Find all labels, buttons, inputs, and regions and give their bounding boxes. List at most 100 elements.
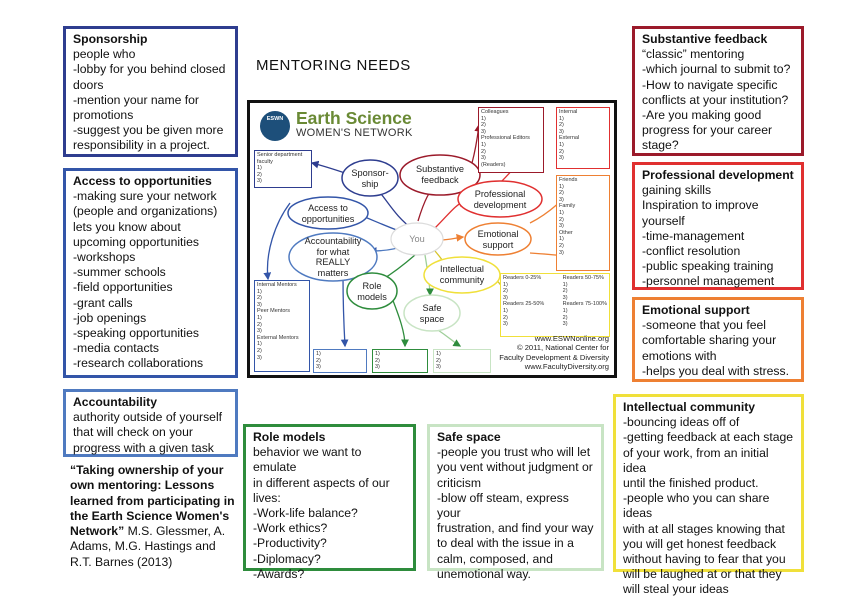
box-line: frustration, and find your way bbox=[437, 521, 594, 536]
blank-line: 1) bbox=[375, 351, 380, 357]
blank-line: 2) bbox=[503, 288, 508, 295]
box-line: conflicts at your institution? bbox=[642, 92, 789, 107]
role-models-box: Role models behavior we want to emulate … bbox=[243, 424, 416, 581]
list-label: Senior department faculty bbox=[257, 152, 303, 165]
blank-line: 3) bbox=[481, 155, 486, 162]
box-line: will steal your ideas bbox=[623, 582, 729, 597]
list-label: Readers 25-50% bbox=[503, 301, 545, 308]
blank-line: 3) bbox=[559, 196, 564, 203]
blank-line: 3) bbox=[257, 354, 262, 361]
box-line: -blow off steam, express your bbox=[437, 490, 569, 521]
list-mentors: Internal Mentors 1) 2) 3) Peer Mentors 1… bbox=[254, 280, 310, 372]
box-line: “classic” mentoring bbox=[642, 47, 745, 62]
citation-authors: M.S. Glessmer, A. Adams, M.G. Hastings a… bbox=[70, 524, 226, 569]
blank-line: 1) bbox=[503, 281, 508, 288]
credit-line: www.FacultyDiversity.org bbox=[524, 361, 609, 371]
blank-line: 3) bbox=[257, 328, 262, 335]
blank-line: 3) bbox=[559, 128, 564, 135]
list-label: Colleagues bbox=[481, 109, 509, 115]
figure-credit: www.ESWNonline.org © 2011, National Cent… bbox=[449, 334, 609, 371]
box-line: -grant calls bbox=[73, 295, 133, 310]
list-label: Professional Editors bbox=[481, 135, 530, 142]
blank-line: 2) bbox=[559, 148, 564, 155]
box-line: -research collaborations bbox=[73, 356, 204, 371]
box-line: -summer schools bbox=[73, 265, 166, 280]
brand-subtitle: WOMEN'S NETWORK bbox=[296, 127, 413, 139]
box-line: -people who you can share ideas bbox=[623, 491, 770, 521]
node-you: You bbox=[409, 234, 425, 244]
credit-line: www.ESWNonline.org bbox=[534, 334, 609, 344]
box-line: people who bbox=[73, 47, 136, 62]
blank-line: 3) bbox=[316, 364, 321, 371]
substantive-feedback-box: Substantive feedback “classic” mentoring… bbox=[632, 26, 804, 156]
blank-line: 1) bbox=[481, 141, 486, 148]
box-line: yourself bbox=[642, 213, 685, 228]
node-safe: Safe space bbox=[419, 303, 445, 324]
box-line: of your work, from an initial idea bbox=[623, 445, 769, 475]
box-line: -lobby for you behind closed bbox=[73, 62, 226, 77]
node-access: Access to opportunities bbox=[301, 203, 355, 224]
list-readers: Readers 0-25% 1) 2) 3) Readers 25-50% 1)… bbox=[500, 273, 610, 337]
accountability-box: Accountability authority outside of your… bbox=[63, 389, 238, 457]
list-accountability: 1) 2) 3) bbox=[313, 349, 367, 373]
blank-line: 3) bbox=[503, 321, 508, 328]
box-line: upcoming opportunities bbox=[73, 234, 200, 249]
box-line: -Are you making good bbox=[642, 108, 762, 123]
box-line: -Awards? bbox=[253, 566, 305, 581]
list-label: External Mentors bbox=[257, 334, 299, 341]
blank-line: 1) bbox=[559, 115, 564, 122]
blank-line: 2) bbox=[257, 321, 262, 328]
safe-space-box: Safe space -people you trust who will le… bbox=[427, 424, 604, 581]
box-line: unemotional way. bbox=[437, 566, 531, 581]
list-label: (Readers) bbox=[481, 161, 506, 168]
blank-line: 2) bbox=[503, 314, 508, 321]
box-line: -media contacts bbox=[73, 341, 160, 356]
box-line: without having to fear that you bbox=[623, 552, 786, 567]
box-line: -getting feedback at each stage bbox=[623, 430, 794, 445]
box-line: progress for your career bbox=[642, 123, 773, 138]
box-title: Safe space bbox=[437, 430, 501, 444]
list-safe-space: 1) 2) 3) bbox=[433, 349, 491, 373]
blank-line: 2) bbox=[559, 190, 564, 197]
box-line: -Work-life balance? bbox=[253, 506, 358, 521]
list-label: Friends bbox=[559, 177, 578, 183]
list-colleagues: Colleagues 1) 2) 3) Professional Editors… bbox=[478, 107, 544, 173]
blank-line: 1) bbox=[257, 314, 262, 321]
list-label: Readers 50-75% bbox=[562, 275, 604, 281]
box-line: -How to navigate specific bbox=[642, 77, 778, 92]
blank-line: 2) bbox=[559, 122, 564, 129]
list-friends-family: Friends 1) 2) 3) Family 1) 2) 3) Other 1… bbox=[556, 175, 610, 271]
box-line: -people you trust who will let bbox=[437, 445, 591, 460]
blank-line: 1) bbox=[503, 307, 508, 314]
blank-line: 2) bbox=[562, 288, 568, 295]
box-title: Access to opportunities bbox=[73, 174, 212, 188]
box-line: -Diplomacy? bbox=[253, 551, 321, 566]
box-line: lives: bbox=[253, 490, 281, 505]
emotional-support-box: Emotional support -someone that you feel… bbox=[632, 297, 804, 382]
box-line: gaining skills bbox=[642, 183, 712, 198]
box-line: -workshops bbox=[73, 250, 136, 265]
box-line: -conflict resolution bbox=[642, 244, 741, 259]
blank-line: 3) bbox=[559, 223, 564, 230]
box-line: -field opportunities bbox=[73, 280, 173, 295]
box-title: Accountability bbox=[73, 395, 157, 409]
box-line: promotions bbox=[73, 108, 134, 123]
box-line: behavior we want to emulate bbox=[253, 445, 362, 475]
blank-line: 2) bbox=[481, 122, 486, 129]
logo-text: ESWN bbox=[266, 116, 284, 122]
blank-line: 1) bbox=[257, 341, 262, 348]
box-line: -bouncing ideas off of bbox=[623, 415, 740, 430]
box-line: -job openings bbox=[73, 310, 147, 325]
node-emotional: Emotional support bbox=[477, 229, 519, 250]
blank-line: 2) bbox=[257, 295, 262, 302]
access-box: Access to opportunities -making sure you… bbox=[63, 168, 238, 378]
box-line: with at all stages knowing that bbox=[623, 521, 785, 536]
box-line: until the finished product. bbox=[623, 476, 759, 491]
box-line: lets you know about bbox=[73, 219, 181, 234]
list-internal-external: Internal 1) 2) 3) External 1) 2) 3) bbox=[556, 107, 610, 169]
list-label: Peer Mentors bbox=[257, 308, 291, 315]
list-label: Other bbox=[559, 229, 573, 236]
blank-line: 1) bbox=[257, 288, 262, 295]
box-line: -speaking opportunities bbox=[73, 326, 200, 341]
node-sponsorship: Sponsor- ship bbox=[351, 168, 389, 189]
